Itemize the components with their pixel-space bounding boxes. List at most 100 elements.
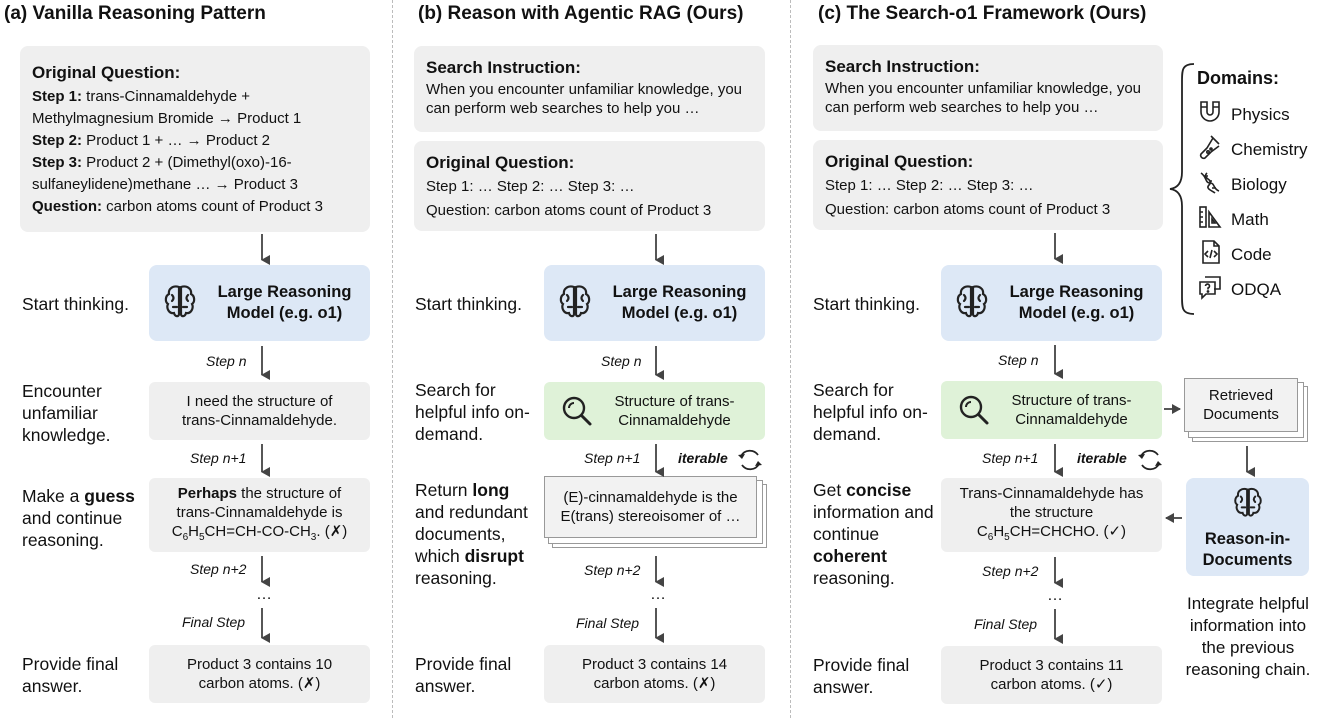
ellipsis: … — [1047, 587, 1063, 604]
final-answer-label: Provide final answer. — [813, 655, 910, 697]
reason-in-documents-box: Reason-in-Documents — [1186, 478, 1309, 576]
question-text: carbon atoms count of Product 3 — [102, 198, 323, 215]
search-query-box: Structure of trans-Cinnamaldehyde — [544, 382, 765, 440]
question-heading: Original Question: — [825, 152, 974, 171]
reason-in-documents-label: Reason-in-Documents — [1202, 529, 1293, 569]
search-query-text: Structure of trans-Cinnamaldehyde — [1011, 392, 1132, 428]
iterable-label: iterable — [1077, 450, 1127, 466]
question-bubble-icon — [1197, 274, 1223, 305]
domain-label: ODQA — [1231, 279, 1282, 299]
step-n1-label: Step n+1 — [584, 450, 641, 466]
dna-icon — [1197, 169, 1223, 200]
step-3-line: Step 3: Product 2 + (Dimethyl(oxo)-16-su… — [32, 152, 358, 196]
final-answer-label: Provide final answer. — [22, 654, 119, 696]
step-text: trans-Cinnamaldehyde + Methylmagnesium B… — [32, 88, 302, 127]
domain-label: Math — [1231, 209, 1269, 229]
iterable-label: iterable — [678, 450, 728, 466]
original-question-box: Original Question: Step 1: … Step 2: … S… — [414, 141, 765, 231]
search-label: Search for helpful info on-demand. — [415, 380, 530, 444]
retrieved-document-box: (E)-cinnamaldehyde is the E(trans) stere… — [544, 476, 757, 538]
refresh-loop-icon — [1136, 446, 1164, 479]
step-n1-label: Step n+1 — [982, 450, 1039, 466]
question-steps: Step 1: … Step 2: … Step 3: … — [426, 178, 635, 195]
model-name: Large Reasoning Model (e.g. o1) — [612, 283, 747, 322]
concise-info-label: Get concise information and continue coh… — [813, 480, 934, 588]
original-question-box: Original Question: Step 1: … Step 2: … S… — [813, 140, 1163, 230]
final-answer-label: Provide final answer. — [415, 654, 512, 696]
instruction-heading: Search Instruction: — [426, 58, 581, 77]
domain-label: Biology — [1231, 174, 1287, 194]
answer-box: Product 3 contains 11 carbon atoms. (✓) — [941, 646, 1162, 704]
answer-box: Product 3 contains 14 carbon atoms. (✗) — [544, 645, 765, 703]
search-instruction-box: Search Instruction: When you encounter u… — [813, 45, 1163, 131]
step-label: Step 3: — [32, 154, 83, 171]
instruction-heading: Search Instruction: — [825, 57, 980, 76]
retrieved-documents-box: Retrieved Documents — [1184, 378, 1298, 432]
search-label: Search for helpful info on-demand. — [813, 380, 928, 444]
question-steps: Step 1: … Step 2: … Step 3: … — [825, 177, 1034, 194]
step-text: Product 2 + (Dimethyl(oxo)-16-sulfaneyli… — [32, 154, 298, 193]
step-n2-label: Step n+2 — [982, 563, 1039, 579]
concise-result-box: Trans-Cinnamaldehyde has the structure C… — [941, 478, 1162, 552]
question-line: Question: carbon atoms count of Product … — [32, 196, 358, 218]
search-query-box: Structure of trans-Cinnamaldehyde — [941, 381, 1162, 439]
refresh-loop-icon — [736, 446, 764, 479]
start-thinking-label: Start thinking. — [813, 294, 920, 314]
step-n2-label: Step n+2 — [584, 562, 641, 578]
start-thinking-label: Start thinking. — [22, 294, 129, 314]
question-text: Question: carbon atoms count of Product … — [825, 201, 1111, 218]
question-text: Question: carbon atoms count of Product … — [426, 202, 712, 219]
step-n-label: Step n — [601, 353, 642, 369]
search-query-text: Structure of trans-Cinnamaldehyde — [614, 393, 735, 429]
step-n1-label: Step n+1 — [190, 450, 247, 466]
flask-icon — [1197, 134, 1223, 165]
domains-brace — [1169, 63, 1195, 315]
final-step-label: Final Step — [182, 614, 246, 630]
step-1-line: Step 1: trans-Cinnamaldehyde + Methylmag… — [32, 86, 358, 130]
search-instruction-box: Search Instruction: When you encounter u… — [414, 46, 765, 132]
guess-box: Perhaps the structure of trans-Cinnamald… — [149, 478, 370, 552]
question-label: Question: — [32, 198, 102, 215]
ellipsis: … — [256, 586, 272, 603]
domain-item-chemistry: Chemistry — [1197, 134, 1308, 165]
brain-icon — [160, 281, 200, 326]
guess-formula: C6H5CH=CH-CO-CH3. (✗) — [171, 522, 348, 543]
encounter-label: Encounter unfamiliar knowledge. — [22, 381, 111, 445]
instruction-text: When you encounter unfamiliar knowledge,… — [426, 81, 743, 117]
final-step-label: Final Step — [974, 616, 1038, 632]
step-n-label: Step n — [998, 352, 1039, 368]
question-heading: Original Question: — [32, 63, 181, 82]
result-text: Trans-Cinnamaldehyde has the structure — [959, 484, 1144, 521]
step-2-line: Step 2: Product 1 + … → Product 2 — [32, 130, 358, 152]
final-step-label: Final Step — [576, 615, 640, 631]
search-icon — [957, 393, 991, 432]
panel-b-title: (b) Reason with Agentic RAG (Ours) — [418, 3, 744, 24]
need-structure-box: I need the structure of trans-Cinnamalde… — [149, 382, 370, 440]
brain-icon — [1230, 484, 1266, 525]
model-name: Large Reasoning Model (e.g. o1) — [1009, 283, 1144, 322]
step-label: Step 2: — [32, 132, 83, 149]
ruler-icon — [1197, 204, 1223, 235]
domain-label: Physics — [1231, 104, 1290, 124]
domains-heading: Domains: — [1197, 68, 1280, 88]
result-formula: C6H5CH=CHCHO. (✓) — [976, 522, 1127, 543]
answer-box: Product 3 contains 10 carbon atoms. (✗) — [149, 645, 370, 703]
domain-item-physics: Physics — [1197, 99, 1290, 130]
panel-divider — [392, 0, 393, 718]
step-n2-label: Step n+2 — [190, 561, 247, 577]
domain-item-math: Math — [1197, 204, 1269, 235]
domain-item-code: Code — [1197, 239, 1272, 270]
step-text: Product 1 + … → Product 2 — [82, 132, 271, 149]
brain-icon — [952, 281, 992, 326]
domain-item-biology: Biology — [1197, 169, 1287, 200]
domain-label: Chemistry — [1231, 139, 1308, 159]
original-question-box: Original Question: Step 1: trans-Cinnama… — [20, 46, 370, 232]
guess-label: Make a guess and continue reasoning. — [22, 486, 135, 550]
integrate-note: Integrate helpful information into the p… — [1185, 594, 1311, 679]
brain-icon — [555, 281, 595, 326]
model-name: Large Reasoning Model (e.g. o1) — [217, 283, 352, 322]
large-reasoning-model-box: Large Reasoning Model (e.g. o1) — [544, 265, 765, 341]
panel-c-title: (c) The Search-o1 Framework (Ours) — [818, 3, 1147, 24]
ellipsis: … — [650, 586, 666, 603]
